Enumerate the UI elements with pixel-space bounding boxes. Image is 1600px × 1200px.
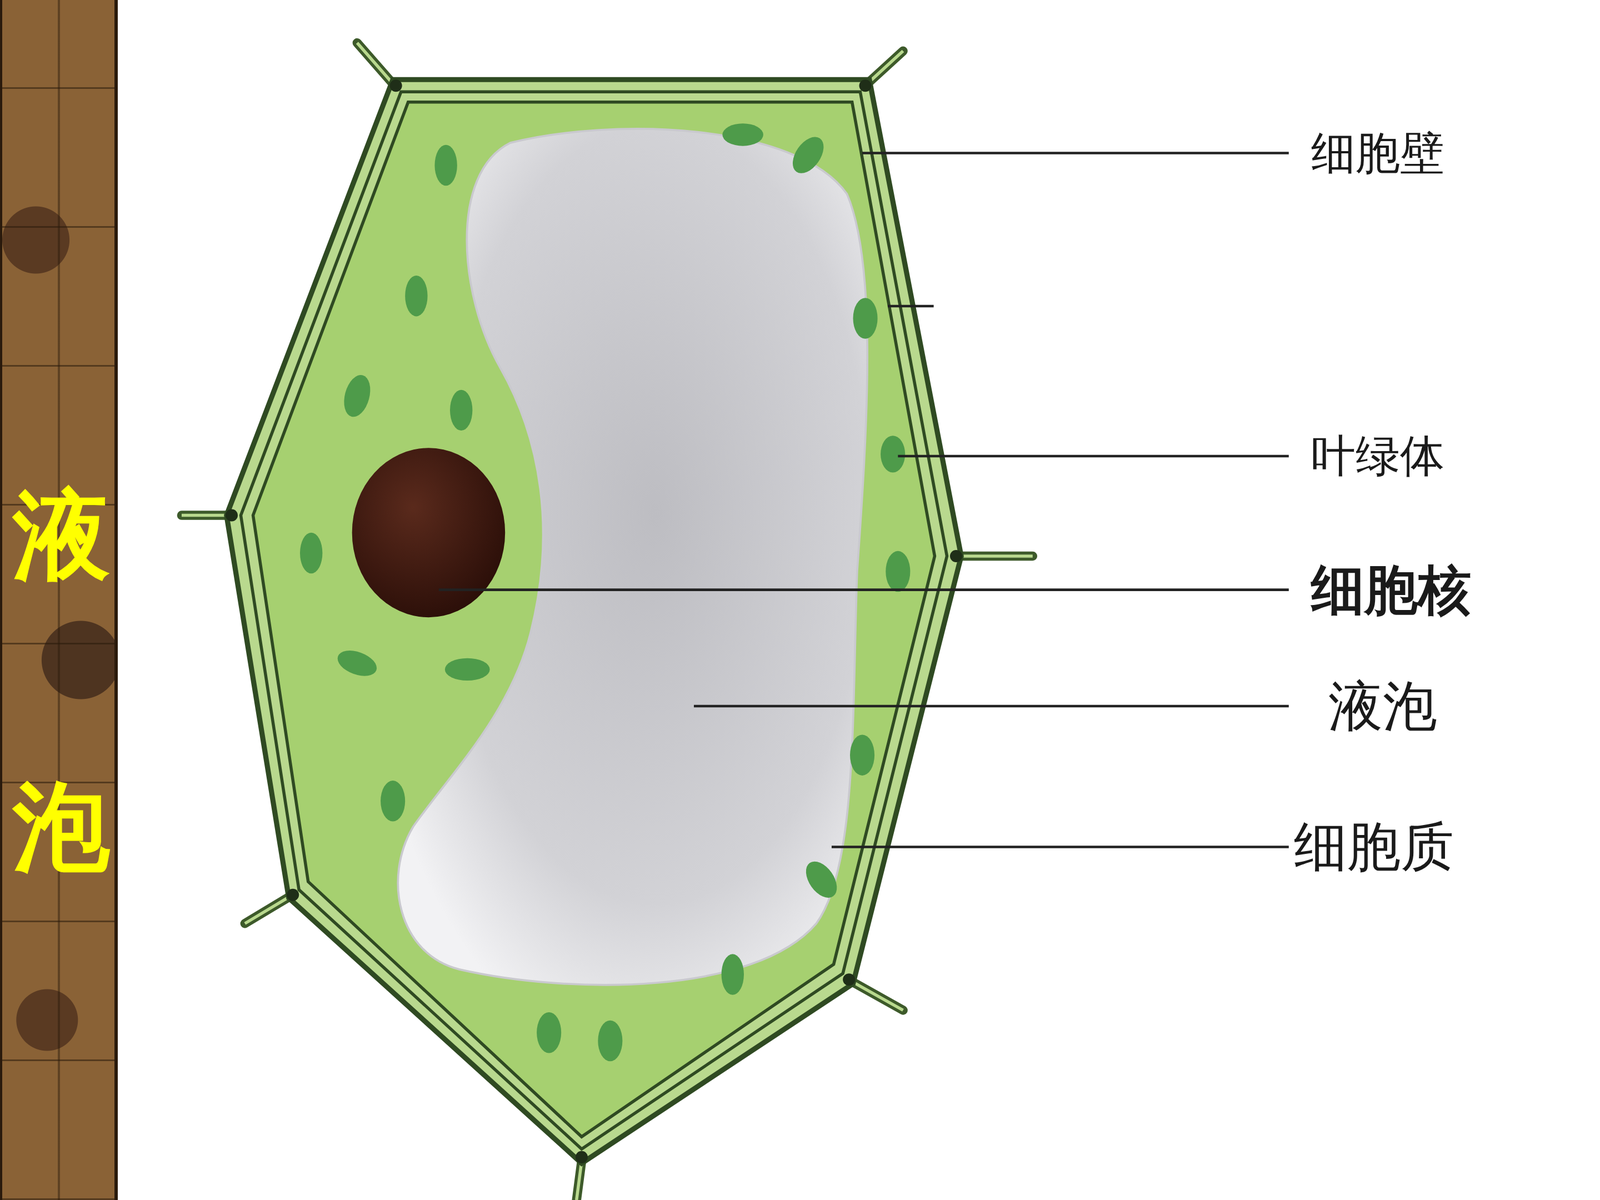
part-label: 细胞核 (1311, 563, 1472, 617)
title-band: 液泡 (0, 0, 118, 1200)
part-label: 细胞壁 (1311, 131, 1445, 176)
part-label: 细胞质 (1293, 820, 1454, 874)
vertical-heading: 液泡 (12, 388, 110, 973)
part-label: 叶绿体 (1311, 433, 1445, 479)
part-label: 液泡 (1328, 678, 1438, 734)
